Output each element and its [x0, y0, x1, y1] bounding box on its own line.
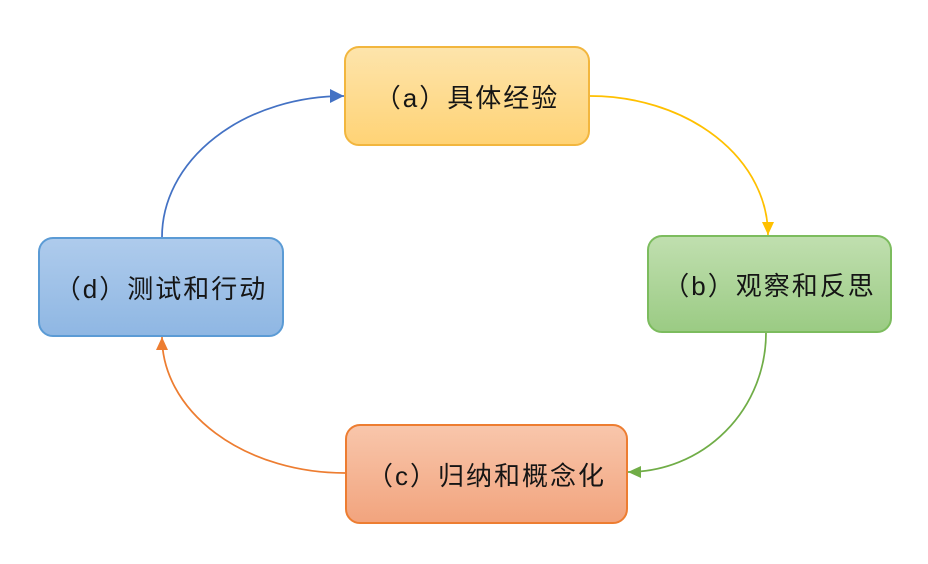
node-induction-conceptualization-label: （c）归纳和概念化: [366, 460, 606, 491]
arrow-b-to-c-curve: [627, 332, 767, 473]
node-induction-conceptualization: （c）归纳和概念化: [345, 424, 628, 524]
node-concrete-experience: （a）具体经验: [344, 46, 590, 146]
arrow-d-to-a: [161, 89, 345, 238]
arrow-a-to-b: [589, 95, 774, 236]
node-observation-reflection-label: （b）观察和反思: [663, 270, 876, 301]
arrow-b-to-c-head-icon: [628, 466, 641, 478]
arrow-d-to-a-curve: [161, 95, 345, 238]
node-observation-reflection: （b）观察和反思: [647, 235, 892, 333]
arrow-c-to-d-curve: [161, 336, 346, 474]
node-testing-action: （d）测试和行动: [38, 237, 284, 337]
arrow-a-to-b-curve: [589, 95, 769, 236]
arrow-b-to-c: [627, 332, 767, 478]
arrow-a-to-b-head-icon: [762, 222, 774, 235]
node-testing-action-label: （d）测试和行动: [54, 273, 268, 304]
node-concrete-experience-label: （a）具体经验: [374, 82, 560, 113]
arrow-c-to-d-head-icon: [156, 337, 168, 350]
arrow-c-to-d: [156, 336, 346, 474]
arrow-d-to-a-head-icon: [330, 89, 344, 103]
